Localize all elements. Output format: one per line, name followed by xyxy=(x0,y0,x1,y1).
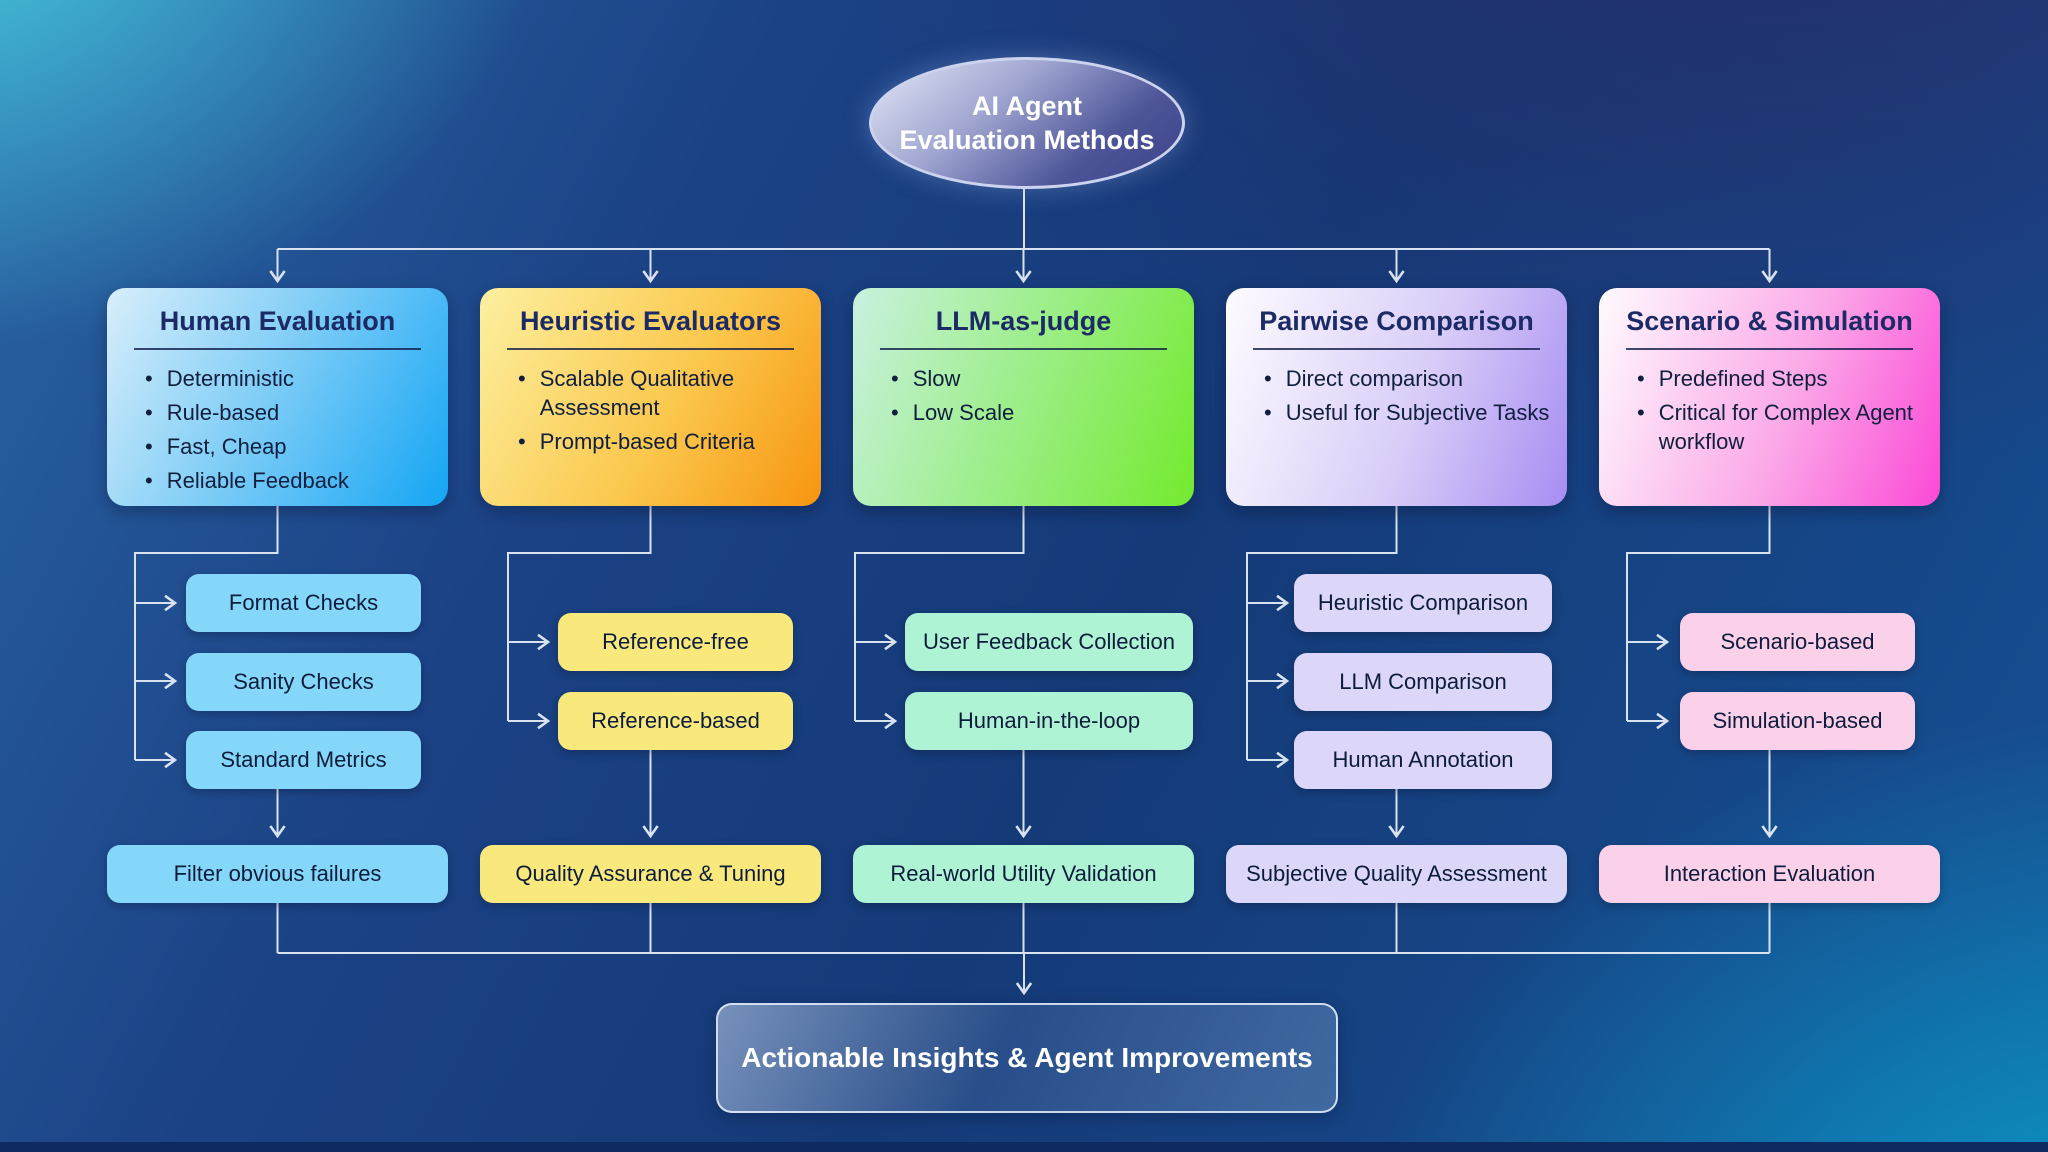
card-bullets: • Predefined Steps • Critical for Complex … xyxy=(1637,364,1926,456)
bullet-text: Fast, Cheap xyxy=(166,434,287,460)
bullet-item: • Slow xyxy=(891,364,1180,393)
category-card-heuristic-evaluators: Heuristic Evaluators • Scalable Qualitati… xyxy=(480,288,821,506)
bottom-edge-band xyxy=(0,1142,2048,1152)
bullet-text: Direct comparison xyxy=(1285,366,1463,391)
bullet-item: • Scalable Qualitative Assessment xyxy=(518,364,807,422)
node-reference-based: Reference-based xyxy=(558,692,793,750)
node-heuristic-comparison: Heuristic Comparison xyxy=(1294,574,1552,632)
category-card-human-evaluation: Human Evaluation • Deterministic • Rule-ba… xyxy=(107,288,448,506)
outcome-filter-obvious-failures: Filter obvious failures xyxy=(107,845,448,903)
card-bullets: • Slow • Low Scale xyxy=(891,364,1180,427)
node-user-feedback-collection: User Feedback Collection xyxy=(905,613,1193,671)
bullet-text: Reliable Feedback xyxy=(166,468,349,494)
bullet-dot: • xyxy=(145,366,153,391)
card-bullets: •Deterministic •Rule-based •Fast, Cheap … xyxy=(145,364,434,495)
node-format-checks: Format Checks xyxy=(186,574,421,632)
bullet-item: • Predefined Steps xyxy=(1637,364,1926,393)
bullet-dot: • xyxy=(145,434,153,460)
node-standard-metrics: Standard Metrics xyxy=(186,731,421,789)
root-label-line-2: Evaluation Methods xyxy=(899,125,1155,155)
node-simulation-based: Simulation-based xyxy=(1680,692,1915,750)
card-title: LLM-as-judge xyxy=(935,306,1112,336)
outcome-subjective-quality-assessment: Subjective Quality Assessment xyxy=(1226,845,1567,903)
category-card-llm-as-judge: LLM-as-judge • Slow • Low Scale xyxy=(853,288,1194,506)
node-sanity-checks: Sanity Checks xyxy=(186,653,421,711)
footer-node-label: Actionable Insights & Agent Improvements xyxy=(741,1042,1313,1073)
bullet-text: Low Scale xyxy=(912,400,1015,426)
bullet-dot: • xyxy=(1264,400,1272,426)
card-title: Heuristic Evaluators xyxy=(519,306,782,336)
bullet-text: Scalable Qualitative Assessment xyxy=(539,366,735,421)
root-node-label: AI Agent Evaluation Methods xyxy=(899,89,1154,157)
bullet-text: Slow xyxy=(912,366,961,391)
bullet-item: • Rule-based xyxy=(145,398,434,427)
node-llm-comparison: LLM Comparison xyxy=(1294,653,1552,711)
bullet-dot: • xyxy=(145,468,153,494)
card-title: Pairwise Comparison xyxy=(1259,306,1534,336)
title-divider xyxy=(507,348,794,350)
bullet-text: Rule-based xyxy=(166,400,280,426)
footer-node-actionable-insights: Actionable Insights & Agent Improvements xyxy=(716,1003,1338,1113)
bullet-dot: • xyxy=(518,429,526,455)
bullet-dot: • xyxy=(1637,366,1645,391)
category-card-scenario-simulation: Scenario & Simulation • Predefined Steps … xyxy=(1599,288,1940,506)
bullet-text: Predefined Steps xyxy=(1658,366,1828,391)
bullet-item: • Reliable Feedback xyxy=(145,466,434,495)
category-card-pairwise-comparison: Pairwise Comparison • Direct comparison •… xyxy=(1226,288,1567,506)
root-node-ai-agent-evaluation-methods: AI Agent Evaluation Methods xyxy=(869,57,1185,189)
bullet-item: • Direct comparison xyxy=(1264,364,1553,393)
bullet-item: • Deterministic xyxy=(145,364,434,393)
root-label-line-1: AI Agent xyxy=(972,90,1082,121)
card-bullets: • Direct comparison • Useful for Subjectiv… xyxy=(1264,364,1553,427)
outcome-quality-assurance-tuning: Quality Assurance & Tuning xyxy=(480,845,821,903)
title-divider xyxy=(1626,348,1913,350)
bullet-item: • Low Scale xyxy=(891,398,1180,427)
bullet-item: • Useful for Subjective Tasks xyxy=(1264,398,1553,427)
bullet-text: Deterministic xyxy=(166,366,294,391)
node-scenario-based: Scenario-based xyxy=(1680,613,1915,671)
bullet-text: Critical for Complex Agent workflow xyxy=(1658,400,1914,455)
bullet-dot: • xyxy=(518,366,526,391)
bullet-text: Useful for Subjective Tasks xyxy=(1285,400,1550,426)
title-divider xyxy=(880,348,1167,350)
bullet-dot: • xyxy=(891,366,899,391)
bullet-dot: • xyxy=(891,400,899,426)
bullet-item: • Critical for Complex Agent workflow xyxy=(1637,398,1926,456)
bullet-text: Prompt-based Criteria xyxy=(539,429,755,455)
bullet-item: • Fast, Cheap xyxy=(145,432,434,461)
card-title: Human Evaluation xyxy=(159,306,396,336)
node-reference-free: Reference-free xyxy=(558,613,793,671)
bullet-dot: • xyxy=(1637,400,1645,426)
outcome-interaction-evaluation: Interaction Evaluation xyxy=(1599,845,1940,903)
bullet-dot: • xyxy=(145,400,153,426)
node-human-in-the-loop: Human-in-the-loop xyxy=(905,692,1193,750)
bullet-item: • Prompt-based Criteria xyxy=(518,427,807,456)
node-human-annotation: Human Annotation xyxy=(1294,731,1552,789)
bullet-dot: • xyxy=(1264,366,1272,391)
title-divider xyxy=(1253,348,1540,350)
card-bullets: • Scalable Qualitative Assessment • Prompt… xyxy=(518,364,807,456)
outcome-real-world-utility-validation: Real-world Utility Validation xyxy=(853,845,1194,903)
card-title: Scenario & Simulation xyxy=(1626,306,1913,336)
title-divider xyxy=(134,348,421,350)
